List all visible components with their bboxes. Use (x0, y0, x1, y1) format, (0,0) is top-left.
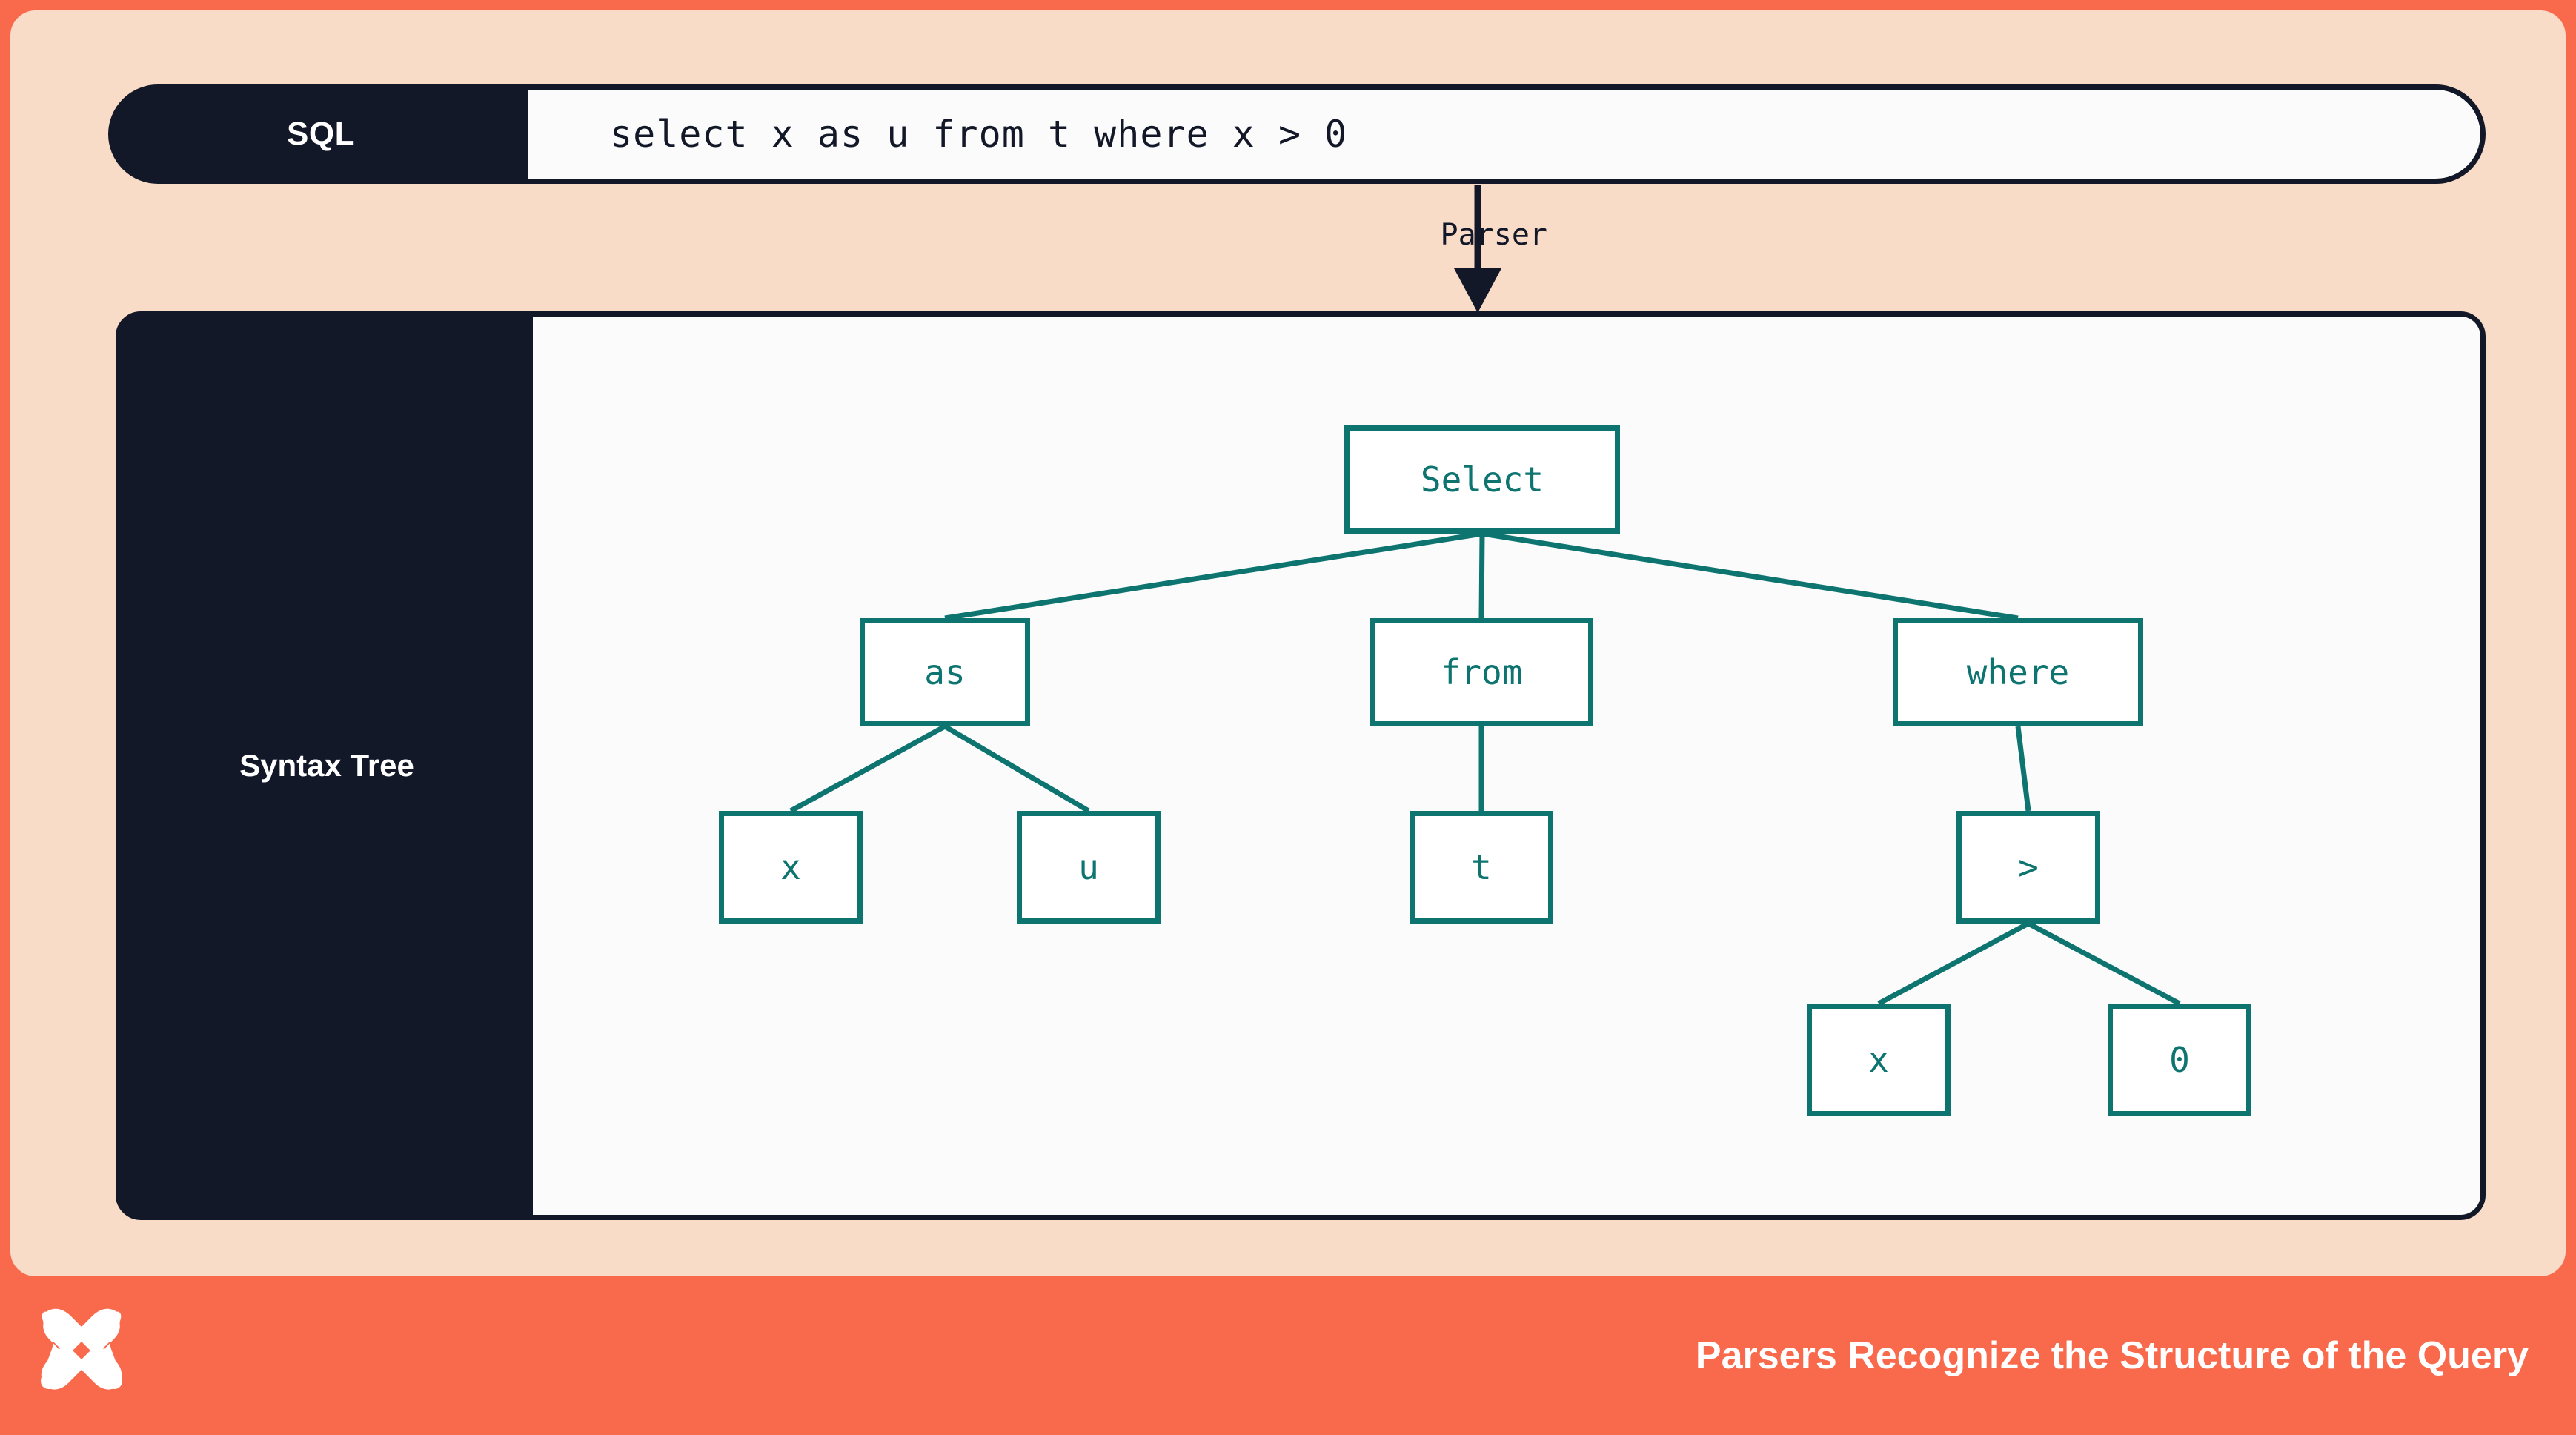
footer-caption: Parsers Recognize the Structure of the Q… (1695, 1334, 2529, 1377)
tree-node-as[interactable]: as (860, 618, 1030, 726)
tree-node-label: x (780, 847, 801, 887)
tree-node-where[interactable]: where (1893, 618, 2143, 726)
tree-edges (789, 531, 2181, 1007)
footer-bar: Parsers Recognize the Structure of the Q… (0, 1276, 2576, 1435)
tree-node-label: from (1440, 652, 1523, 692)
tree-edge-select-as (944, 531, 1483, 621)
sql-bar[interactable]: SQL select x as u from t where x > 0 (108, 84, 2486, 184)
syntax-tree-canvas: Select as from where x u t > x 0 (533, 317, 2480, 1215)
butterfly-x-logo-icon (36, 1303, 127, 1395)
tree-edge-as-u (943, 723, 1090, 814)
tree-edge-gt-zero (2027, 921, 2181, 1007)
tree-node-zero[interactable]: 0 (2108, 1004, 2251, 1116)
sql-query-field[interactable]: select x as u from t where x > 0 (528, 90, 2480, 179)
content-panel: SQL select x as u from t where x > 0 Par… (10, 10, 2566, 1276)
tree-edge-as-x1 (789, 723, 946, 814)
tree-node-x1[interactable]: x (719, 811, 863, 924)
tree-edge-gt-x2 (1877, 921, 2030, 1007)
tree-node-t[interactable]: t (1410, 811, 1553, 924)
tree-node-label: where (1966, 652, 2070, 692)
parser-label: Parser (1440, 218, 1548, 252)
tree-node-x2[interactable]: x (1807, 1004, 1951, 1116)
tree-node-label: 0 (2169, 1040, 2190, 1080)
tree-node-label: as (924, 652, 966, 692)
parser-flow: Parser (1300, 185, 1611, 313)
tree-edge-select-where (1481, 531, 2019, 621)
sql-bar-label: SQL (113, 90, 528, 179)
syntax-tree-card: Syntax Tree Select as from where x u t > x 0 (116, 311, 2486, 1220)
tree-node-label: x (1868, 1040, 1889, 1080)
arrow-down-icon (1454, 185, 1501, 313)
sql-query-text: select x as u from t where x > 0 (610, 113, 1348, 156)
tree-node-label: u (1078, 847, 1099, 887)
tree-node-label: t (1471, 847, 1492, 887)
tree-edge-select-from (1478, 533, 1485, 619)
tree-node-select[interactable]: Select (1344, 425, 1620, 534)
tree-node-label: Select (1420, 460, 1544, 500)
tree-node-label: > (2018, 847, 2039, 887)
syntax-tree-label: Syntax Tree (121, 317, 533, 1215)
tree-node-from[interactable]: from (1370, 618, 1593, 726)
tree-edge-where-gt (2015, 726, 2031, 812)
tree-node-gt[interactable]: > (1956, 811, 2100, 924)
tree-node-u[interactable]: u (1017, 811, 1161, 924)
